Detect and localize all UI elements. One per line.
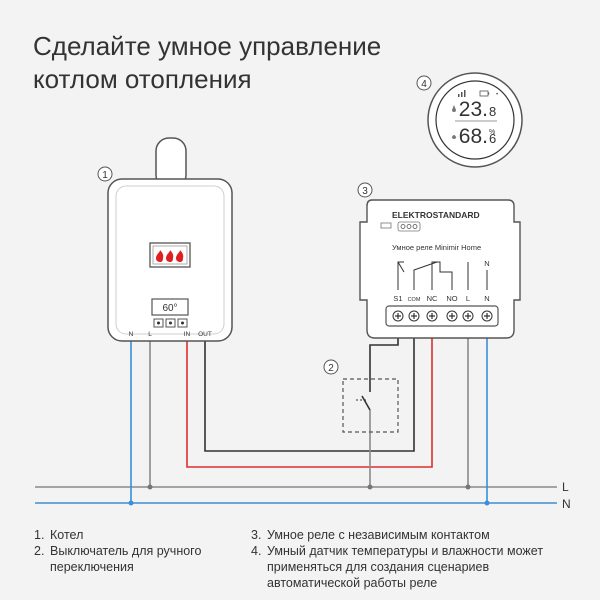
flame-icon bbox=[156, 250, 164, 262]
relay-com-trace bbox=[413, 261, 438, 290]
headline: Сделайте умное управление котлом отоплен… bbox=[33, 30, 381, 96]
relay-internal-schematic bbox=[397, 261, 488, 290]
marker-2 bbox=[323, 359, 339, 375]
marker-4 bbox=[416, 75, 432, 91]
legend-left: 1. Котел 2. Выключатель для ручного пере… bbox=[34, 527, 244, 575]
button-dot bbox=[169, 321, 172, 325]
phase-line-label: L bbox=[562, 480, 569, 494]
manual-switch bbox=[342, 378, 399, 433]
legend-item-1: 1. Котел bbox=[34, 527, 244, 543]
relay-inner-n: N bbox=[484, 259, 489, 268]
legend-item-4: 4. Умный датчик температуры и влажности … bbox=[251, 543, 581, 591]
boiler-terminal-n: N bbox=[129, 331, 134, 338]
marker-3 bbox=[357, 182, 373, 198]
legend-item-3: 3. Умное реле с независимым контактом bbox=[251, 527, 581, 543]
relay-terminal-s1: S1 bbox=[393, 294, 402, 303]
relay-indicator bbox=[400, 224, 406, 229]
relay-brand: ELEKTROSTANDARD bbox=[392, 210, 480, 220]
sensor-humidity-unit: % bbox=[489, 129, 495, 136]
wire-boiler-in bbox=[186, 330, 433, 468]
button-dot bbox=[181, 321, 184, 325]
flame-icons bbox=[156, 250, 184, 262]
switch-lever bbox=[361, 395, 371, 411]
legend-item-2-number: 2. bbox=[34, 544, 45, 558]
relay-no-trace bbox=[431, 261, 453, 290]
relay-terminal-n: N bbox=[484, 294, 489, 303]
relay-terminal-nc: NC bbox=[427, 294, 438, 303]
wire-boiler-out bbox=[204, 330, 415, 452]
boiler-button-dots bbox=[157, 321, 184, 325]
marker-3-label: 3 bbox=[362, 186, 368, 197]
junction-dot bbox=[367, 484, 373, 490]
legend-item-3-number: 3. bbox=[251, 528, 262, 542]
relay-terminal-com: COM bbox=[408, 297, 421, 303]
marker-4-label: 4 bbox=[421, 79, 427, 90]
screw-icon bbox=[462, 310, 474, 322]
switch-outline bbox=[342, 378, 399, 433]
relay-indicator bbox=[406, 224, 412, 229]
boiler-inner-outline bbox=[115, 185, 225, 335]
screw-icon bbox=[408, 310, 420, 322]
boiler-terminal-in: IN bbox=[184, 331, 191, 338]
battery-icon bbox=[479, 90, 490, 97]
marker-2-label: 2 bbox=[328, 363, 334, 374]
junction-dots bbox=[147, 484, 471, 490]
legend-right: 3. Умное реле с независимым контактом 4.… bbox=[251, 527, 581, 591]
legend-item-1-number: 1. bbox=[34, 528, 45, 542]
sensor-screen bbox=[435, 80, 515, 160]
marker-1 bbox=[97, 166, 113, 182]
neutral-line-label: N bbox=[562, 497, 571, 511]
flame-icon bbox=[166, 250, 174, 262]
relay-terminal-no: NO bbox=[446, 294, 457, 303]
thermometer-icon bbox=[452, 105, 456, 112]
relay-indicator bbox=[412, 224, 418, 229]
legend-item-3-text: Умное реле с независимым контактом bbox=[267, 528, 490, 542]
junction-dot bbox=[465, 484, 471, 490]
temp-humidity-sensor: • 23. 8 68. % 6 bbox=[427, 72, 523, 168]
junction-dot bbox=[147, 484, 153, 490]
droplet-icon bbox=[452, 135, 456, 139]
flame-icon bbox=[176, 250, 184, 262]
smart-relay: ELEKTROSTANDARD Умное реле Minimir Home … bbox=[359, 199, 521, 339]
sensor-humidity-decimal: 6 bbox=[489, 131, 496, 146]
relay-led bbox=[380, 222, 392, 229]
relay-model: Умное реле Minimir Home bbox=[392, 243, 481, 252]
junction-dot bbox=[128, 500, 134, 506]
boiler-flame-frame bbox=[152, 245, 188, 265]
screw-icon bbox=[446, 310, 458, 322]
legend-item-2: 2. Выключатель для ручного переключения bbox=[34, 543, 244, 575]
relay-screws bbox=[392, 310, 493, 322]
junction-dot bbox=[484, 500, 490, 506]
sensor-temperature-decimal: 8 bbox=[489, 104, 496, 119]
sensor-status-mark: • bbox=[496, 92, 498, 98]
headline-line-1: Сделайте умное управление bbox=[33, 31, 382, 61]
sensor-temperature: 23. bbox=[459, 98, 488, 121]
signal-icon bbox=[458, 90, 466, 97]
boiler-temp-display bbox=[151, 298, 189, 316]
boiler-terminal-out: OUT bbox=[198, 331, 212, 338]
legend-item-1-text: Котел bbox=[50, 528, 84, 542]
relay-terminal-l: L bbox=[466, 294, 470, 303]
boiler-temp-value: 60° bbox=[162, 303, 177, 314]
relay-s1-contact bbox=[397, 261, 405, 273]
headline-line-2: котлом отопления bbox=[33, 64, 252, 94]
screw-icon bbox=[481, 310, 493, 322]
legend-item-4-text: Умный датчик температуры и влажности мож… bbox=[267, 544, 544, 590]
sensor-humidity: 68. bbox=[459, 125, 488, 148]
screw-icon bbox=[426, 310, 438, 322]
boiler: 60° N L IN OUT bbox=[107, 137, 233, 342]
button-dot bbox=[157, 321, 160, 325]
marker-1-label: 1 bbox=[102, 170, 108, 181]
legend-item-2-text: Выключатель для ручного переключения bbox=[50, 544, 202, 574]
junction-dots-neutral bbox=[128, 500, 490, 506]
boiler-terminal-l: L bbox=[148, 331, 152, 338]
screw-icon bbox=[392, 310, 404, 322]
legend-item-4-number: 4. bbox=[251, 544, 262, 558]
